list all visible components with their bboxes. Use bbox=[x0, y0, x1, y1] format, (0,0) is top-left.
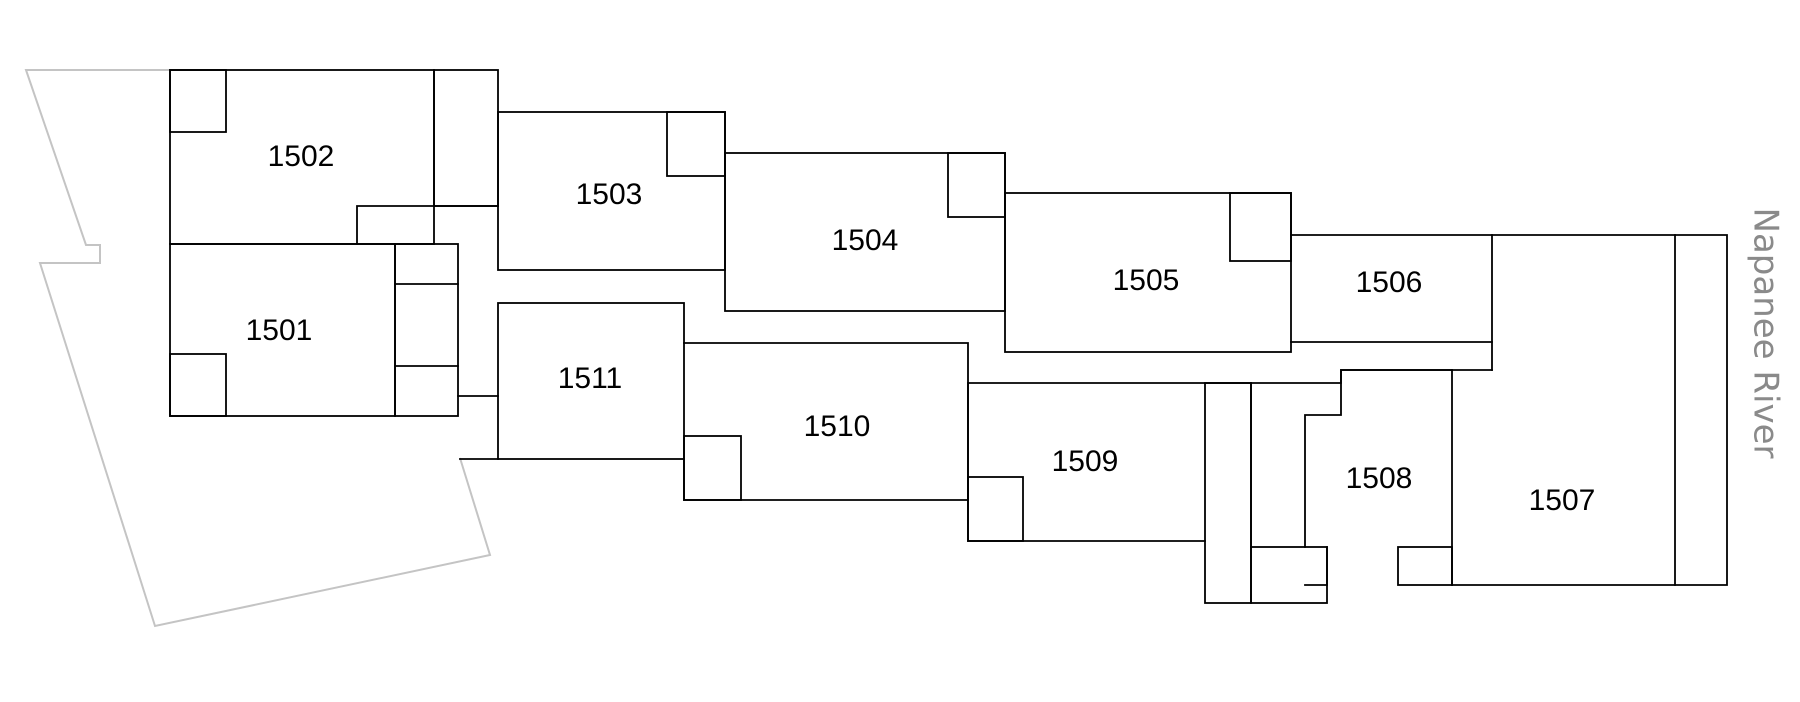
room-label-1502: 1502 bbox=[268, 140, 335, 173]
room-1506[interactable] bbox=[1290, 234, 1493, 371]
room-label-1509: 1509 bbox=[1052, 445, 1119, 478]
room-label-1510: 1510 bbox=[804, 410, 871, 443]
room-label-1501: 1501 bbox=[246, 314, 313, 347]
room-label-1506: 1506 bbox=[1356, 266, 1423, 299]
room-label-1503: 1503 bbox=[576, 178, 643, 211]
site-outline bbox=[24, 69, 492, 628]
room-1507[interactable] bbox=[1451, 234, 1728, 586]
room-1511[interactable] bbox=[459, 302, 685, 460]
river-label: Napanee River bbox=[1746, 208, 1786, 459]
room-label-1511: 1511 bbox=[558, 362, 623, 395]
room-1501[interactable] bbox=[169, 243, 499, 417]
room-1505[interactable] bbox=[1004, 192, 1292, 353]
room-1510[interactable] bbox=[683, 342, 969, 501]
room-1509[interactable] bbox=[967, 369, 1493, 542]
room-label-1507: 1507 bbox=[1529, 484, 1596, 517]
room-label-1505: 1505 bbox=[1113, 264, 1180, 297]
corridor-block bbox=[1204, 382, 1328, 604]
room-label-1504: 1504 bbox=[832, 224, 899, 257]
room-label-1508: 1508 bbox=[1346, 462, 1413, 495]
